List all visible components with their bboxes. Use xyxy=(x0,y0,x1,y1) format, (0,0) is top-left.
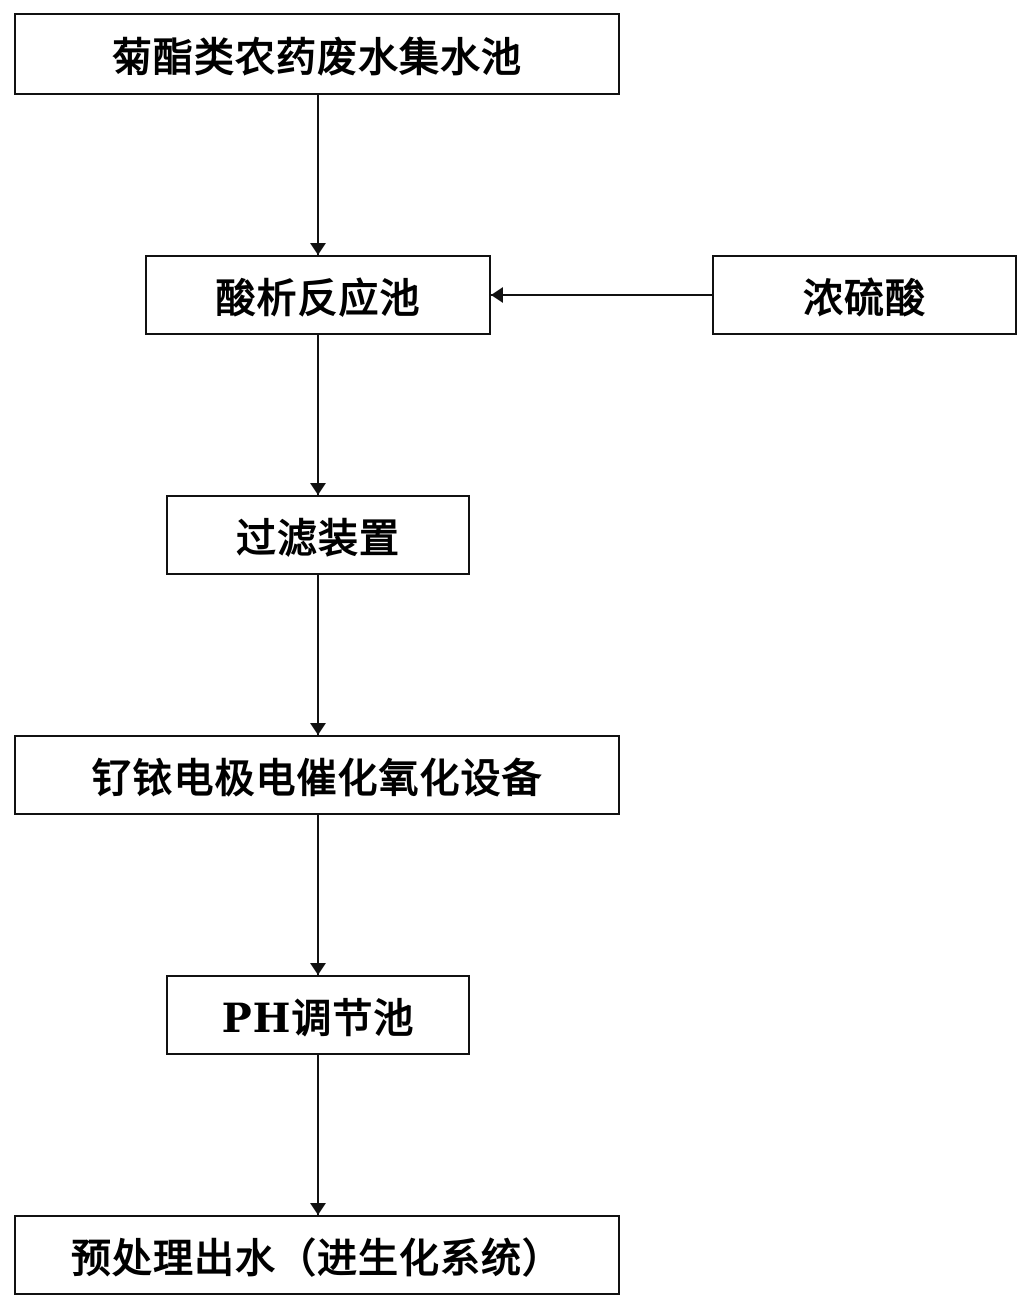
acid-reaction-pool-box: 酸析反应池 xyxy=(145,255,491,335)
concentrated-sulfuric-acid-label: 浓硫酸 xyxy=(803,275,926,322)
filter-device-label: 过滤装置 xyxy=(236,515,400,562)
ph-adjustment-pool-label: PH调节池 xyxy=(221,995,415,1042)
electrocatalytic-oxidation-label: 钌铱电极电催化氧化设备 xyxy=(91,755,543,802)
acid-reaction-pool-label: 酸析反应池 xyxy=(215,275,421,322)
pretreated-effluent-label: 预处理出水（进生化系统） xyxy=(71,1235,563,1282)
concentrated-sulfuric-acid-box: 浓硫酸 xyxy=(712,255,1017,335)
wastewater-collection-pool-box: 菊酯类农药废水集水池 xyxy=(14,13,620,95)
pretreated-effluent-box: 预处理出水（进生化系统） xyxy=(14,1215,620,1295)
filter-device-box: 过滤装置 xyxy=(166,495,470,575)
wastewater-collection-pool-label: 菊酯类农药废水集水池 xyxy=(112,34,522,81)
ph-adjustment-pool-box: PH调节池 xyxy=(166,975,470,1055)
electrocatalytic-oxidation-box: 钌铱电极电催化氧化设备 xyxy=(14,735,620,815)
